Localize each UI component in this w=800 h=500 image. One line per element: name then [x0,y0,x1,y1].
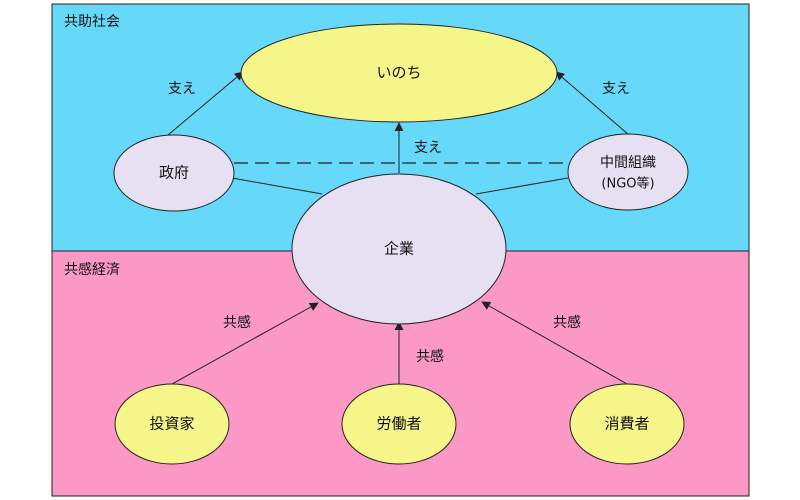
node-intermediate-label-line1: 中間組織 [600,155,656,171]
node-enterprise [291,173,507,325]
arrow-government-to-life [167,71,244,136]
node-worker-label: 労働者 [376,415,421,433]
node-consumer-label: 消費者 [604,415,649,433]
edge-label-support-center: 支え [414,140,442,156]
link-intermediate-enterprise [475,177,569,195]
node-enterprise-label: 企業 [384,240,414,258]
edge-label-support-left: 支え [168,81,196,97]
edge-label-support-right: 支え [602,81,630,97]
node-government-label: 政府 [159,164,189,182]
node-investor-label: 投資家 [149,415,194,433]
node-intermediate-label-line2: (NGO等) [601,176,654,192]
edge-label-empathy-center: 共感 [416,348,444,365]
arrow-investor-to-enterprise [171,302,319,385]
section-label-lower: 共感経済 [64,261,120,278]
arrow-intermediate-to-life [555,71,630,136]
link-government-enterprise [231,177,323,195]
edge-label-empathy-right: 共感 [553,314,581,331]
node-consumer [569,383,685,465]
node-life [240,23,558,123]
node-intermediate [567,133,689,211]
node-worker [341,383,457,465]
arrow-consumer-to-enterprise [481,301,628,385]
section-label-upper: 共助社会 [64,14,120,30]
node-investor [114,383,230,465]
node-life-label: いのち [376,64,421,82]
edge-label-empathy-left: 共感 [223,314,251,331]
node-government [113,134,235,212]
